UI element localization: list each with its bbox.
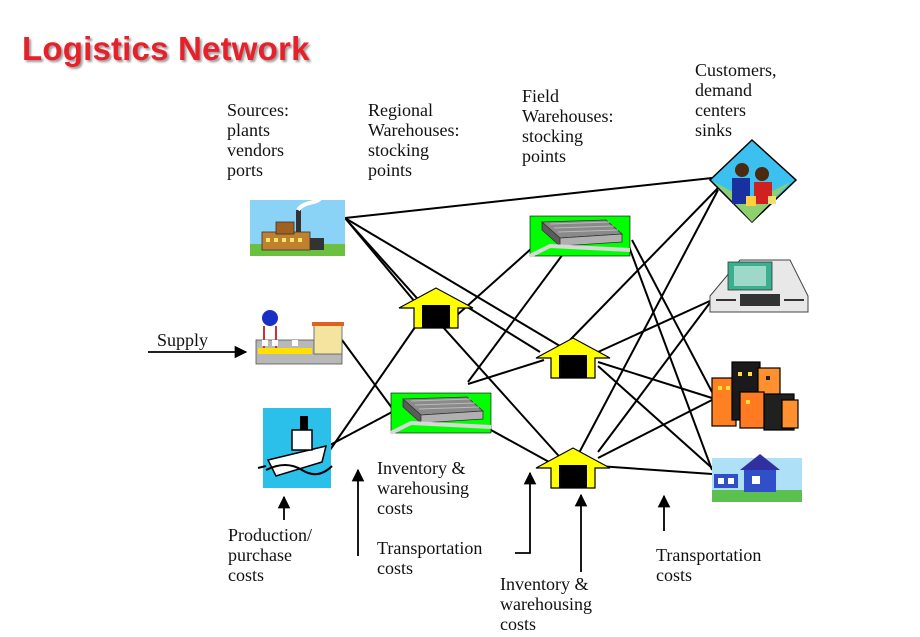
- transportation-costs-label-1: Transportation costs: [377, 538, 483, 578]
- cost-arrows: [148, 345, 671, 572]
- field-warehouses-label: Field Warehouses: stocking points: [522, 86, 614, 166]
- regional-warehouse-building-icon: [389, 391, 493, 435]
- ship-port-icon: [257, 408, 333, 488]
- inventory-costs-label-1: Inventory & warehousing costs: [377, 458, 469, 518]
- supply-label: Supply: [157, 330, 209, 350]
- field-warehouse-building-icon: [528, 214, 632, 258]
- field-warehouse-arrow-icon-upper: [535, 337, 611, 379]
- house-icon: [712, 454, 802, 502]
- production-costs-label: Production/ purchase costs: [228, 525, 312, 585]
- factory-icon: [250, 194, 345, 256]
- regional-warehouse-arrow-icon: [398, 287, 474, 329]
- network-links: [329, 177, 719, 475]
- regional-warehouses-label: Regional Warehouses: stocking points: [368, 100, 460, 180]
- sources-label: Sources: plants vendors ports: [227, 100, 289, 180]
- city-buildings-icon: [711, 361, 799, 431]
- customers-people-icon: [708, 138, 798, 224]
- customers-label: Customers, demand centers sinks: [695, 60, 777, 140]
- store-building-icon: [709, 259, 809, 313]
- transport-cost-arrow-2: [515, 471, 537, 554]
- slide-title: Logistics Network: [22, 30, 310, 67]
- field-warehouse-arrow-icon-lower: [535, 447, 611, 489]
- transportation-costs-label-2: Transportation costs: [656, 545, 762, 585]
- inventory-costs-label-2: Inventory & warehousing costs: [500, 574, 592, 634]
- plant-icon: [255, 310, 344, 365]
